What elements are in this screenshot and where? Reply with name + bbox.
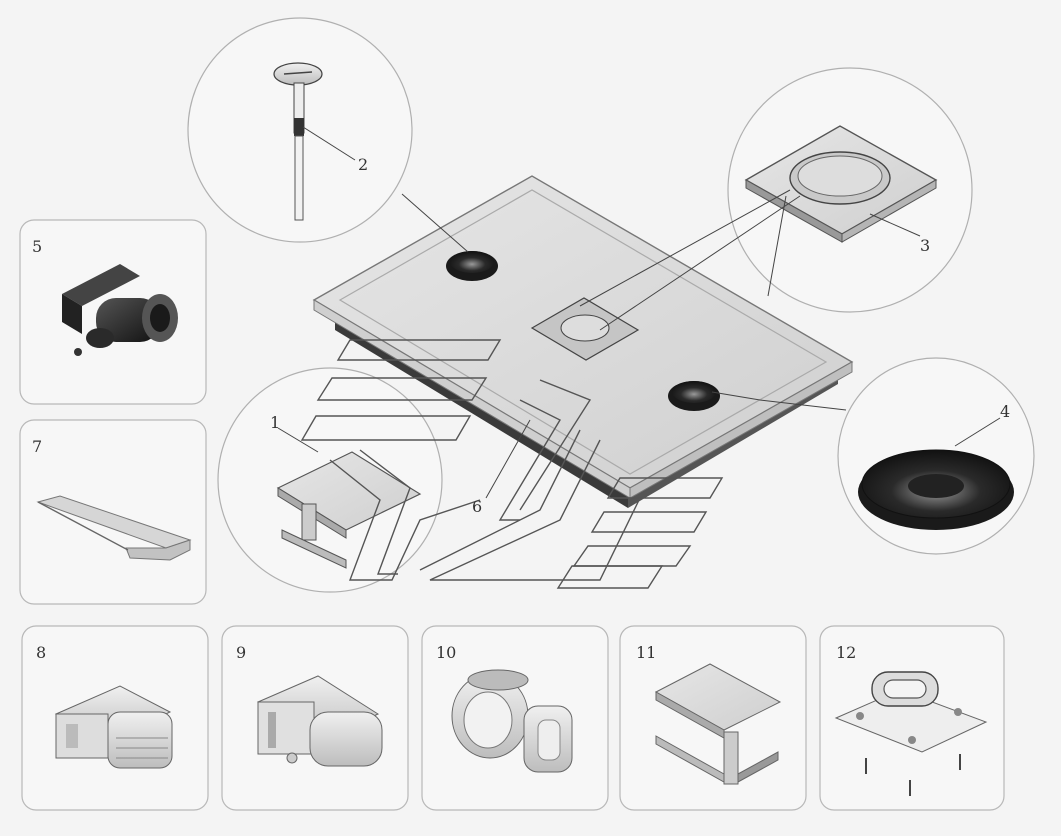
ring-plate-part [834, 671, 988, 796]
detail-circle-cup: 4 [837, 357, 1035, 555]
clip-profile-part [62, 264, 178, 356]
label-12: 12 [836, 643, 856, 662]
panel-7: 7 [19, 419, 207, 605]
panel-5: 5 [19, 219, 207, 405]
tray-square-plate [530, 297, 640, 361]
strip-part [36, 495, 192, 561]
cup-washer-part [858, 449, 1014, 530]
detail-circle-bolt: 2 [187, 17, 413, 243]
profile-outlines: 6 [300, 339, 724, 589]
tray-cup-left [446, 251, 498, 281]
panel-8: 8 [21, 625, 209, 811]
seal-profile-9 [256, 675, 383, 767]
label-9: 9 [236, 643, 246, 662]
label-8: 8 [36, 643, 46, 662]
detail-circle-profile: 1 [217, 367, 443, 593]
tray-cup-right [668, 381, 720, 411]
label-1: 1 [270, 413, 280, 432]
panel-9: 9 [221, 625, 409, 811]
panel-11: 11 [619, 625, 807, 811]
seal-profile-10 [451, 669, 573, 773]
bolt-part [273, 62, 323, 221]
detail-circle-plate: 3 [727, 67, 973, 313]
label-3: 3 [920, 236, 930, 255]
label-2: 2 [358, 155, 368, 174]
label-11: 11 [636, 643, 656, 662]
seal-profile-8 [54, 685, 173, 769]
label-6: 6 [472, 497, 482, 516]
i-profile-part [276, 451, 422, 569]
label-10: 10 [436, 643, 456, 662]
i-profile-11 [654, 663, 782, 785]
label-4: 4 [1000, 402, 1010, 421]
square-plate-part [744, 125, 938, 243]
label-7: 7 [32, 437, 42, 456]
panel-12: 12 [819, 625, 1005, 811]
panel-10: 10 [421, 625, 609, 811]
label-5: 5 [32, 237, 42, 256]
